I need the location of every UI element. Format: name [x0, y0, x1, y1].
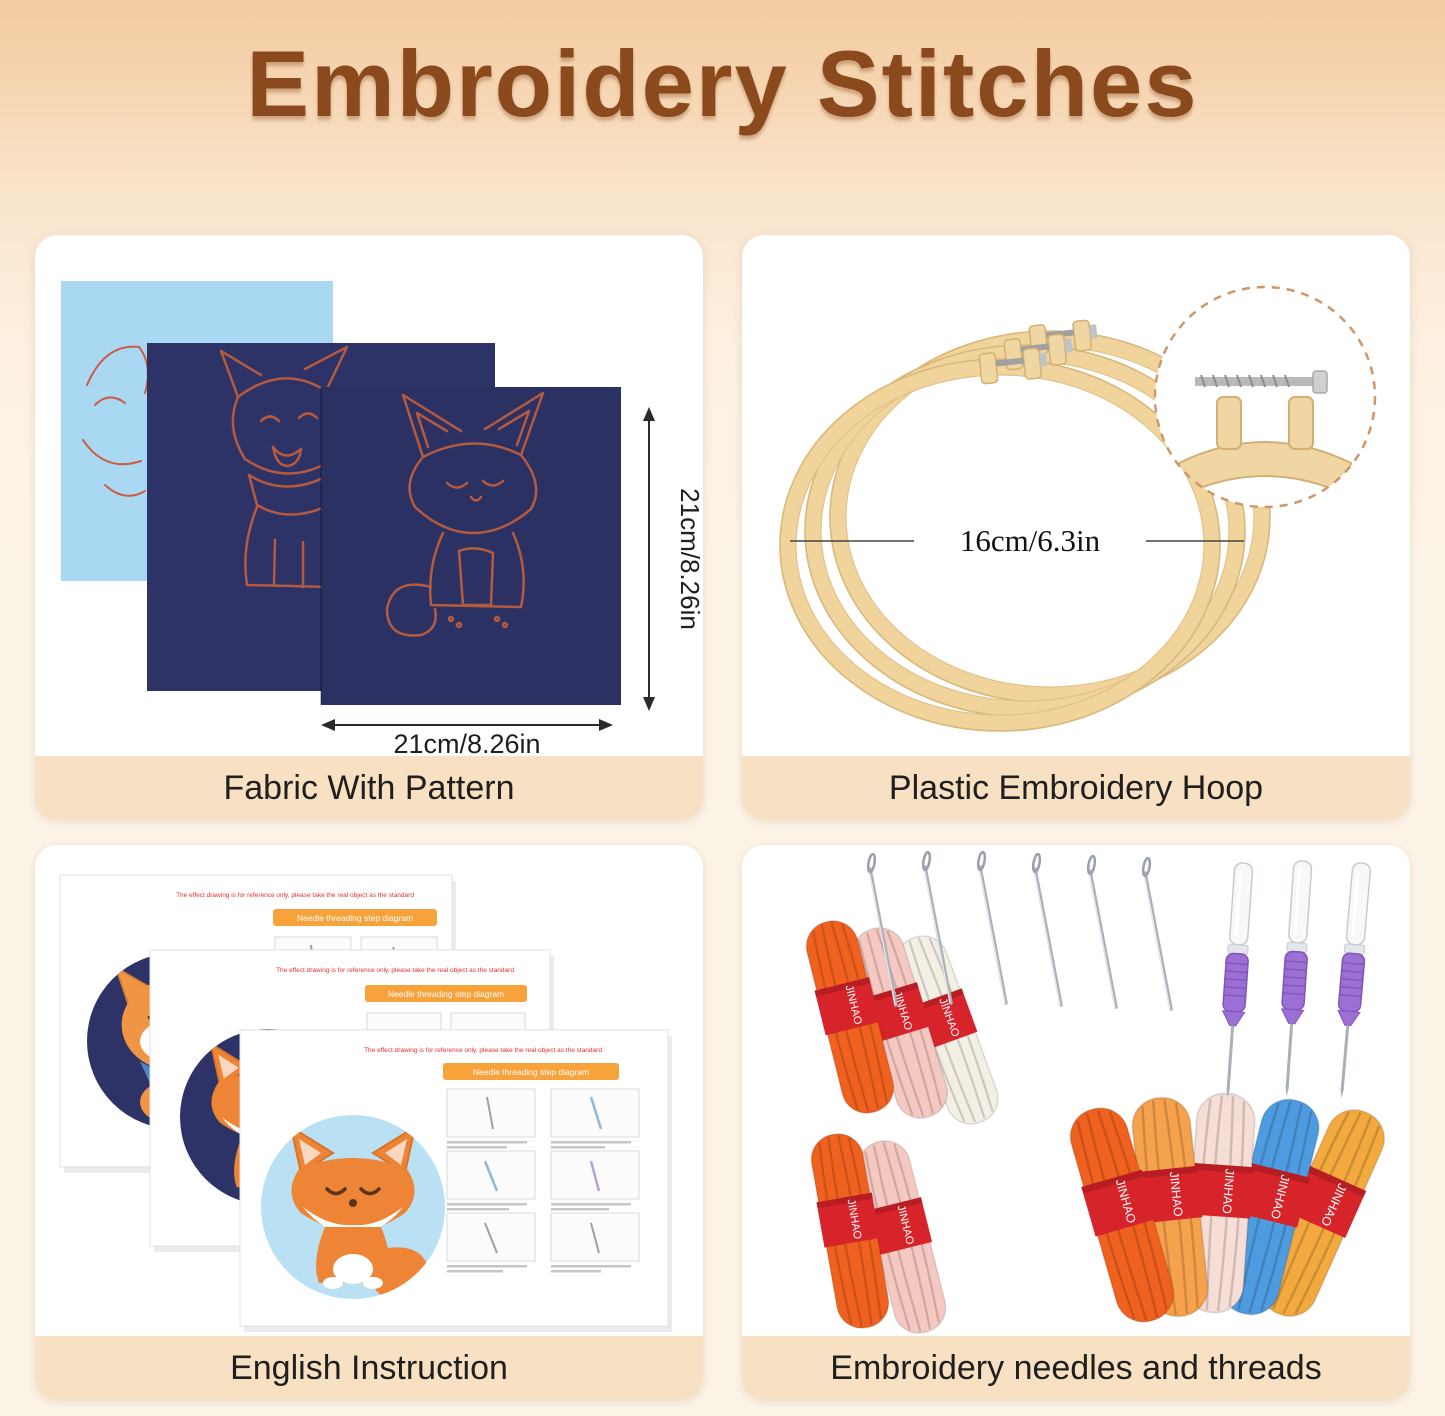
page-title: Embroidery Stitches — [246, 31, 1199, 136]
sheet-heading: Needle threading step diagram — [473, 1067, 589, 1077]
height-dimension-label: 21cm/8.26in — [675, 488, 703, 630]
fox-pattern-outline — [385, 391, 545, 637]
zoom-dashed-ring — [1153, 285, 1377, 509]
card-embroidery-hoop: 16cm/6.3in — [742, 235, 1410, 820]
instruction-card-caption: English Instruction — [35, 1336, 703, 1400]
sheet-note: The effect drawing is for reference only… — [364, 1047, 602, 1054]
threads-card-caption: Embroidery needles and threads — [742, 1336, 1410, 1400]
fabric-illustration: 21cm/8.26in 21cm/8.26in — [61, 281, 703, 756]
instruction-sheet-3: The effect drawing is for reference only… — [239, 1029, 672, 1332]
card-needles-and-threads: JINHAO — [742, 845, 1410, 1400]
punch-needle-pens — [1215, 858, 1375, 1101]
width-dimension-label: 21cm/8.26in — [393, 729, 540, 756]
instruction-illustration: The effect drawing is for reference only… — [59, 874, 672, 1332]
threads-card-body: JINHAO — [742, 845, 1410, 1336]
step-grid — [446, 1088, 640, 1273]
thread-bundle-top-left — [798, 914, 1008, 1133]
instruction-card-body: The effect drawing is for reference only… — [35, 845, 703, 1336]
sheet-note: The effect drawing is for reference only… — [276, 967, 514, 974]
hoop-front — [779, 358, 1221, 732]
fabric-card-body: 21cm/8.26in 21cm/8.26in — [35, 235, 703, 756]
sheet-note: The effect drawing is for reference only… — [176, 892, 414, 899]
thread-bundle-bottom-left — [804, 1128, 954, 1336]
hoop-card-caption: Plastic Embroidery Hoop — [742, 756, 1410, 820]
fabric-card-caption: Fabric With Pattern — [35, 756, 703, 820]
hoop-screw-front — [978, 347, 1048, 385]
card-fabric-with-pattern: 21cm/8.26in 21cm/8.26in Fabric With Patt… — [35, 235, 703, 820]
thread-bundle-right — [1060, 1090, 1397, 1331]
threads-illustration: JINHAO — [798, 849, 1397, 1336]
diameter-dimension: 16cm/6.3in — [790, 523, 1244, 558]
fabric-square-navy-fox — [321, 387, 621, 705]
embroidery-hoops — [779, 319, 1271, 732]
height-dimension-arrow — [643, 407, 655, 711]
width-dimension-arrow — [321, 719, 613, 731]
hoop-card-body: 16cm/6.3in — [742, 235, 1410, 756]
sheet-heading: Needle threading step diagram — [388, 989, 504, 999]
sheet-heading: Needle threading step diagram — [297, 913, 413, 923]
card-english-instruction: The effect drawing is for reference only… — [35, 845, 703, 1400]
hoop-illustration: 16cm/6.3in — [779, 285, 1377, 732]
screw-detail-zoom — [1153, 285, 1377, 509]
diameter-label: 16cm/6.3in — [960, 523, 1101, 558]
